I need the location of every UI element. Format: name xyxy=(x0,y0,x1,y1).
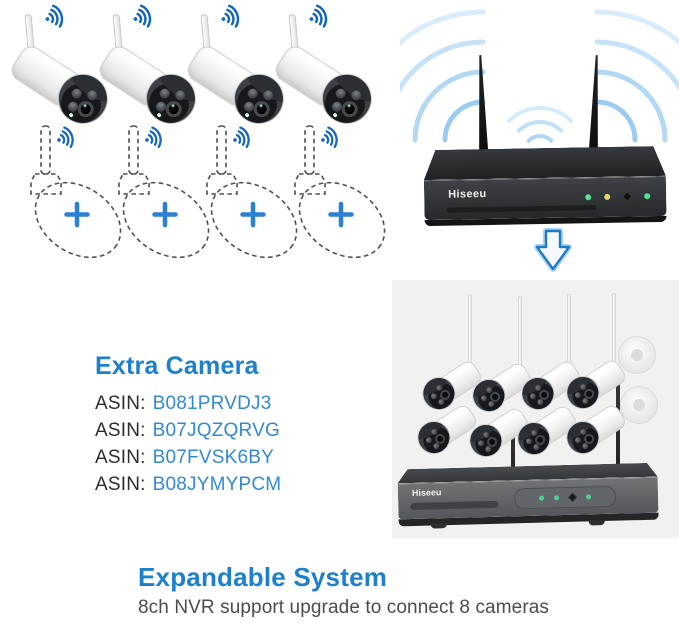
nvr-front-panel: Hiseeu xyxy=(423,175,667,221)
asin-row: ASIN: B08JYMYPCM xyxy=(95,471,281,498)
nvr-status-leds xyxy=(585,190,651,203)
extra-camera-section: Extra Camera ASIN: B081PRVDJ3 ASIN: B07JQZ… xyxy=(95,352,281,498)
asin-label: ASIN: xyxy=(95,474,146,495)
kit-nvr-device: Hiseeu xyxy=(397,463,659,529)
kit-camera xyxy=(560,372,636,461)
wall-mount xyxy=(620,386,658,424)
expansion-camera-slot-3 xyxy=(192,122,302,264)
nvr-brand-logo: Hiseeu xyxy=(448,188,487,201)
status-led-green xyxy=(585,194,592,201)
down-arrow-icon xyxy=(534,228,572,272)
expansion-camera-slot-2 xyxy=(104,122,214,264)
plus-icon xyxy=(152,201,178,228)
wireless-camera-3 xyxy=(180,2,294,134)
kit-nvr-antenna xyxy=(511,428,515,472)
status-led-green xyxy=(554,495,560,501)
kit-camera xyxy=(416,294,492,417)
kit-nvr-slot xyxy=(410,500,499,511)
status-led-yellow xyxy=(604,193,611,200)
wireless-camera-1 xyxy=(4,2,118,134)
status-led-green xyxy=(539,495,545,501)
nvr-foot xyxy=(430,523,447,529)
expandable-system-heading: Expandable System xyxy=(138,562,388,592)
wifi-signal-icon xyxy=(309,4,328,28)
kit-nvr-front-panel: Hiseeu xyxy=(397,476,659,520)
wireless-camera-2 xyxy=(92,2,206,134)
nvr-slot xyxy=(446,205,597,213)
camera-kit-photo: Hiseeu xyxy=(392,280,679,538)
asin-code: B08JYMYPCM xyxy=(152,474,282,495)
plus-icon xyxy=(64,201,90,228)
kit-nvr-status-leds xyxy=(513,485,617,510)
wifi-signal-icon xyxy=(321,126,338,149)
expansion-camera-slot-4 xyxy=(280,122,390,264)
asin-row: ASIN: B081PRVDJ3 xyxy=(95,390,281,417)
kit-camera xyxy=(560,293,636,416)
wifi-ripples xyxy=(400,9,679,143)
expandable-system-subtitle: 8ch NVR support upgrade to connect 8 cam… xyxy=(138,597,550,618)
expansion-camera-slot-1 xyxy=(16,122,126,264)
wireless-camera-4 xyxy=(268,2,382,134)
status-led-green xyxy=(644,193,651,200)
ir-sensor-icon xyxy=(621,190,633,203)
asin-row: ASIN: B07JQZQRVG xyxy=(95,417,281,444)
asin-label: ASIN: xyxy=(95,420,146,441)
ir-sensor-icon xyxy=(567,492,578,503)
wifi-signal-icon xyxy=(45,4,64,28)
expandable-system-section: Expandable System 8ch NVR support upgrad… xyxy=(138,562,549,619)
wifi-signal-icon xyxy=(221,4,240,28)
plus-icon xyxy=(240,201,266,228)
plus-icon xyxy=(328,201,354,228)
wifi-signal-icon xyxy=(133,4,152,28)
nvr-top-face xyxy=(423,146,665,180)
nvr-device: Hiseeu xyxy=(423,146,667,227)
status-led-green xyxy=(586,494,592,500)
asin-row: ASIN: B07FVSK6BY xyxy=(95,444,281,471)
kit-nvr-brand-logo: Hiseeu xyxy=(411,487,442,499)
extra-camera-heading: Extra Camera xyxy=(95,352,259,380)
wifi-signal-icon xyxy=(145,126,162,149)
wifi-signal-icon xyxy=(57,126,74,149)
kit-camera xyxy=(515,294,591,417)
asin-code: B07FVSK6BY xyxy=(152,447,274,468)
asin-label: ASIN: xyxy=(95,447,146,468)
nvr-foot xyxy=(588,520,605,526)
wifi-signal-icon xyxy=(233,126,250,149)
kit-camera xyxy=(466,296,542,419)
asin-code: B081PRVDJ3 xyxy=(152,393,272,414)
wall-mount xyxy=(618,336,656,374)
asin-code: B07JQZQRVG xyxy=(152,420,280,441)
asin-label: ASIN: xyxy=(95,393,146,414)
